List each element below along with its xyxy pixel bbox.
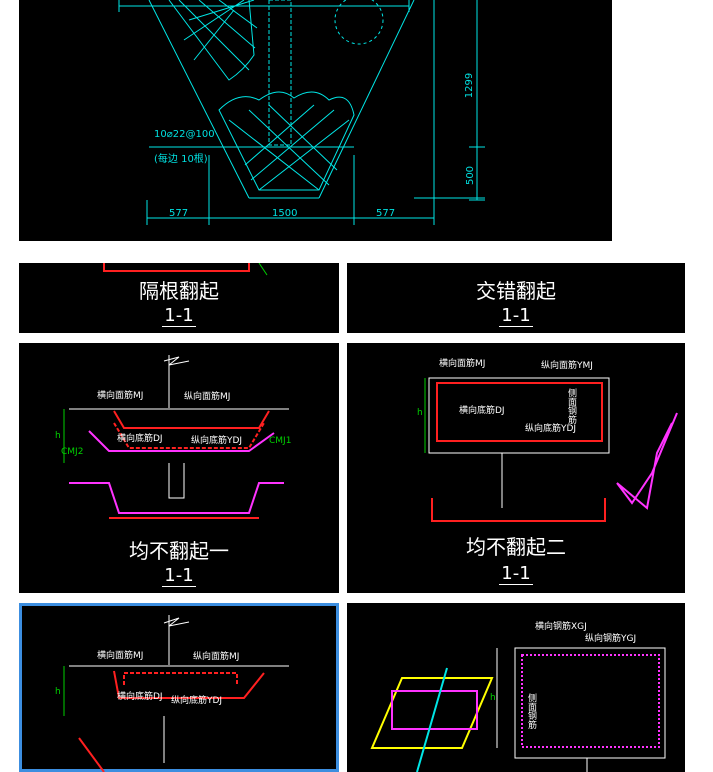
top-drawing-panel: 577 1500 577 1299 500 10⌀22@100 (每边 10根): [19, 0, 612, 241]
jun1-title: 均不翻起一: [129, 539, 229, 563]
jiaocuo-title: 交错翻起: [476, 279, 556, 303]
option-card-selected[interactable]: 横向面筋MJ 纵向面筋MJ 横向底筋DJ 纵向底筋YDJ h: [19, 603, 339, 772]
jun2-label-hxdj: 横向底筋DJ: [459, 406, 505, 416]
xgj-label-h: h: [490, 693, 496, 703]
jun2-section-text: 1-1: [499, 563, 533, 585]
xgj-label-cmgj: 侧面钢筋: [526, 693, 536, 729]
option-card-xgj[interactable]: 横向钢筋XGJ 纵向钢筋YGJ 侧面钢筋 h: [347, 603, 685, 772]
xgj-label-hxgj: 横向钢筋XGJ: [535, 622, 587, 632]
dim-577-right: 577: [376, 208, 396, 219]
xgj-label-zxgj: 纵向钢筋YGJ: [585, 634, 637, 644]
dim-1500: 1500: [272, 208, 298, 219]
option-card-jun2[interactable]: 横向面筋MJ 纵向面筋YMJ 横向底筋DJ 纵向底筋YDJ 侧面钢筋 h 均不翻…: [347, 343, 685, 593]
jun2-title: 均不翻起二: [466, 535, 566, 559]
jun2-label-cmj: 侧面钢筋: [566, 388, 576, 424]
rebar-sub-label: (每边 10根): [154, 154, 208, 165]
top-drawing-svg: [118, 0, 485, 225]
dim-577-left: 577: [169, 208, 189, 219]
jun1-label-h: h: [55, 431, 61, 441]
option-card-gegen[interactable]: 隔根翻起 1-1: [19, 263, 339, 333]
jun1-label-zxdj: 纵向底筋YDJ: [191, 436, 243, 446]
gegen-svg: [103, 263, 268, 276]
selected-label-zxmj: 纵向面筋MJ: [193, 652, 240, 662]
jun1-section: 1-1: [19, 565, 339, 587]
jun2-label-h: h: [417, 408, 423, 418]
jun1-label-zxmj: 纵向面筋MJ: [184, 392, 231, 402]
xgj-svg: [370, 647, 666, 772]
option-card-jun1[interactable]: 横向面筋MJ 纵向面筋MJ 横向底筋DJ 纵向底筋YDJ CMJ1 CMJ2 h…: [19, 343, 339, 593]
selected-label-h: h: [55, 687, 61, 697]
selected-label-hxmj: 横向面筋MJ: [97, 651, 144, 661]
rebar-label: 10⌀22@100: [154, 129, 215, 140]
selected-label-hxdj: 横向底筋DJ: [117, 692, 163, 702]
jun2-section: 1-1: [347, 563, 685, 585]
dim-500: 500: [465, 165, 477, 186]
dim-1299: 1299: [464, 72, 476, 99]
option-card-jiaocuo[interactable]: 交错翻起 1-1: [347, 263, 685, 333]
jun1-label-cmj2: CMJ2: [61, 447, 84, 457]
selected-label-zxdj: 纵向底筋YDJ: [171, 696, 223, 706]
jun1-label-hxdj: 横向底筋DJ: [117, 434, 163, 444]
jun1-svg: [63, 355, 289, 519]
jiaocuo-section: 1-1: [347, 305, 685, 327]
jun2-label-zxdj: 纵向底筋YDJ: [525, 424, 577, 434]
jun2-label-hxmj: 横向面筋MJ: [439, 359, 486, 369]
jun2-label-zxmj: 纵向面筋YMJ: [541, 361, 593, 371]
jun1-label-hxmj: 横向面筋MJ: [97, 391, 144, 401]
jun1-section-text: 1-1: [162, 565, 196, 587]
selected-svg: [63, 615, 289, 772]
jun1-label-cmj1: CMJ1: [269, 436, 292, 446]
gegen-title: 隔根翻起: [139, 279, 219, 303]
jun2-svg: [424, 377, 678, 522]
jiaocuo-section-text: 1-1: [499, 305, 533, 327]
gegen-section: 1-1: [19, 305, 339, 327]
gegen-section-text: 1-1: [162, 305, 196, 327]
